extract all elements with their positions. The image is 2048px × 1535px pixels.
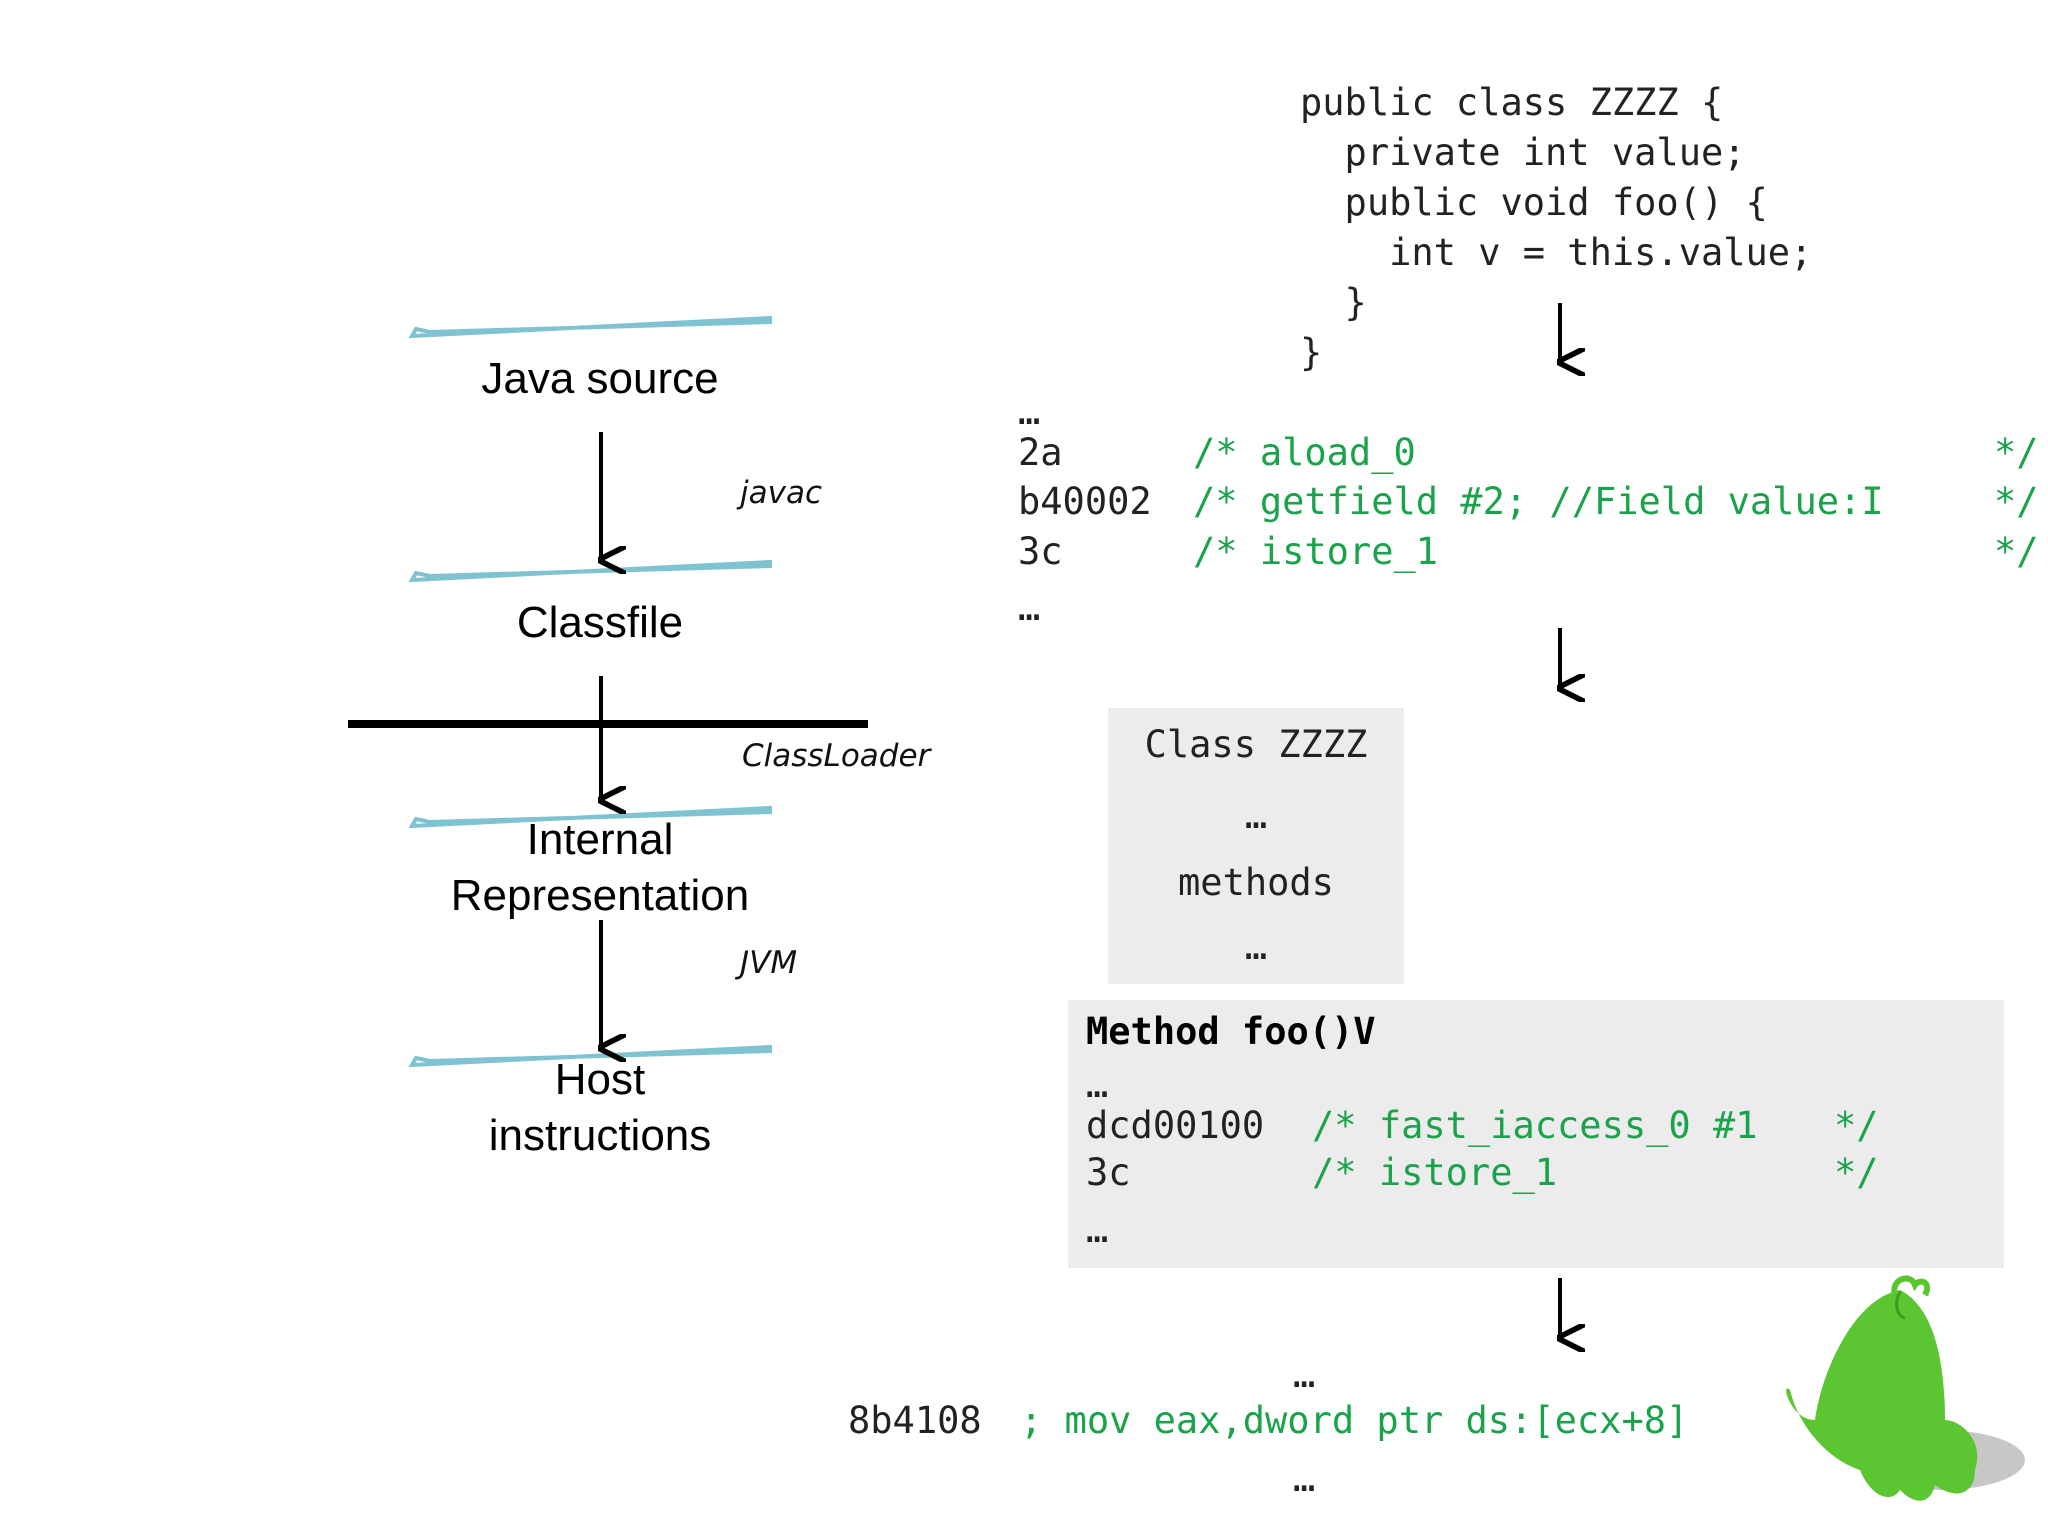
source-line: public class ZZZZ { [1300,81,1724,124]
class-box: Class ZZZZ … methods … [1108,708,1404,984]
stage-host: Host [554,1055,646,1104]
method-ellipsis-top: … [1086,1063,1109,1106]
method-comment: /* istore_1 [1312,1151,1558,1194]
machine-comment: ; mov eax,dword ptr ds:[ecx+8] [1020,1399,1689,1442]
stage-instructions: instructions [488,1111,712,1160]
label-jvm: JVM [740,945,798,981]
bytecode-comment: /* aload_0 [1193,431,1416,474]
class-methods: methods [1178,861,1334,904]
source-line: } [1300,331,1323,374]
label-classloader: ClassLoader [742,738,931,774]
method-comment-end: */ [1834,1104,1879,1147]
bytecode-hex: b40002 [1018,480,1152,523]
bytecode-hex: 2a [1018,431,1063,474]
bytecode-hex: 3c [1018,530,1063,573]
stage-classfile: Classfile [516,598,684,647]
method-box: Method foo()V … dcd00100 /* fast_iaccess… [1068,1000,2004,1268]
machine-ellipsis-top: … [1293,1353,1316,1396]
source-code-block: public class ZZZZ { private int value; p… [1300,28,1812,428]
stage-internal: Internal [526,815,674,864]
machine-hex: 8b4108 [848,1399,982,1442]
method-hex: 3c [1086,1151,1131,1194]
source-line: private int value; [1300,131,1746,174]
class-ellipsis-bottom: … [1244,925,1268,968]
method-title: Method foo()V [1086,1010,1376,1053]
bytecode-ellipsis-top: … [1018,390,1041,433]
class-title: Class ZZZZ [1144,723,1368,766]
stage-representation: Representation [450,871,750,920]
method-comment: /* fast_iaccess_0 #1 [1312,1104,1758,1147]
bytecode-ellipsis-bottom: … [1018,586,1041,629]
machine-ellipsis-bottom: … [1293,1457,1316,1500]
bytecode-comment-end: */ [1994,530,2039,573]
bytecode-comment: /* getfield #2; //Field value:I [1193,480,1884,523]
stage-java-source: Java source [481,354,719,403]
method-ellipsis-bottom: … [1086,1208,1109,1251]
bytecode-comment-end: */ [1994,431,2039,474]
label-javac: javac [740,475,822,511]
source-line: int v = this.value; [1300,231,1813,274]
bytecode-comment: /* istore_1 [1193,530,1439,573]
method-comment-end: */ [1834,1151,1879,1194]
stage-bar-classfile [408,559,772,583]
source-line: public void foo() { [1300,181,1768,224]
stage-bar-internal [408,805,772,829]
class-ellipsis-top: … [1244,794,1268,837]
green-mascot-icon [1786,1275,2025,1501]
source-line: } [1300,281,1367,324]
method-hex: dcd00100 [1086,1104,1265,1147]
stage-bar-java-source [408,315,772,339]
bytecode-comment-end: */ [1994,480,2039,523]
